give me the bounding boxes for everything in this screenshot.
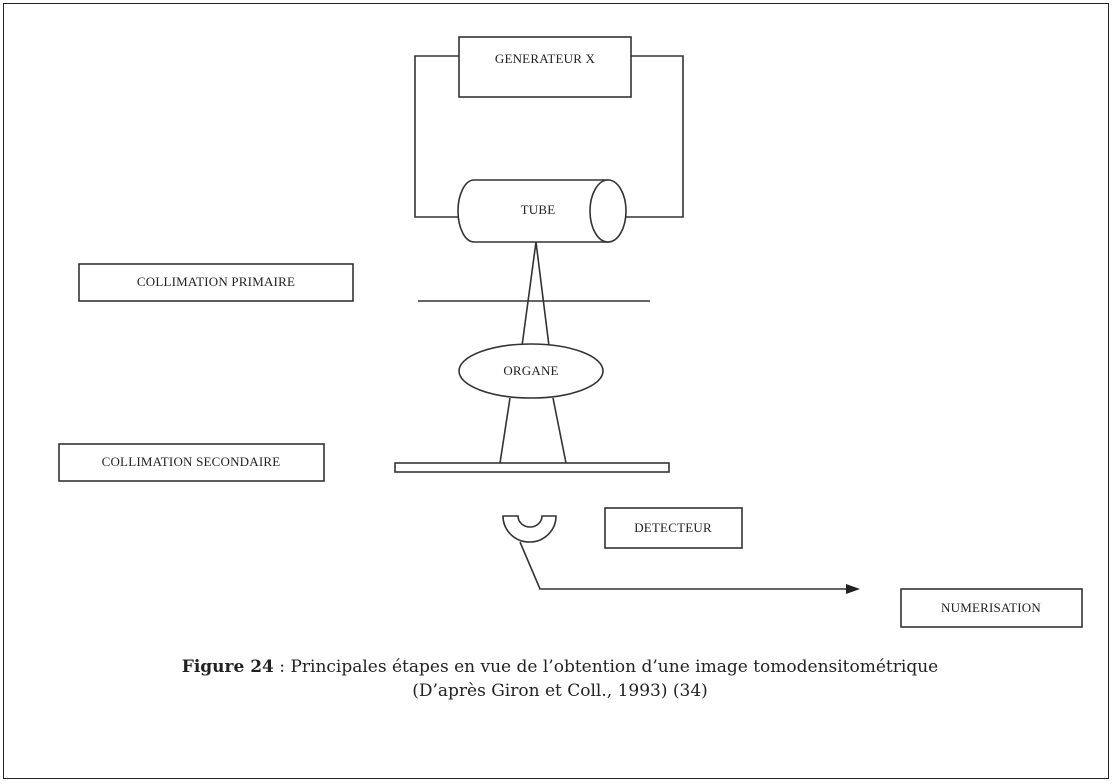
left-circuit-wire	[414, 55, 460, 218]
secondary-collimation-box	[58, 443, 325, 482]
secondary-collimator-plate	[394, 462, 670, 473]
caption-separator: :	[273, 657, 291, 677]
output-arrowhead	[846, 584, 860, 594]
caption-line-1: Figure 24 : Principales étapes en vue de…	[80, 655, 1040, 679]
digitization-label: NUMERISATION	[941, 600, 1041, 615]
figure-number: Figure 24	[181, 657, 274, 677]
generator-box	[458, 36, 632, 98]
detector-box	[604, 507, 743, 549]
primary-collimation-box	[78, 263, 354, 302]
right-circuit-wire	[626, 55, 684, 218]
tube-label: TUBE	[521, 202, 556, 217]
detector-shape	[502, 515, 557, 543]
organ-ellipse	[458, 343, 604, 399]
digitization-box	[900, 588, 1083, 628]
caption-line-2: (D’après Giron et Coll., 1993) (34)	[412, 681, 708, 701]
generator-label: GENERATEUR X	[495, 51, 596, 66]
organ-label: ORGANE	[503, 363, 558, 378]
caption-title: Principales étapes en vue de l’obtention…	[290, 657, 939, 677]
primary-collimation-label: COLLIMATION PRIMAIRE	[137, 274, 295, 289]
output-signal-line	[519, 541, 846, 590]
figure-caption: Figure 24 : Principales étapes en vue de…	[80, 655, 1040, 703]
secondary-collimation-label: COLLIMATION SECONDAIRE	[102, 454, 281, 469]
transmitted-beam-right	[552, 397, 567, 464]
transmitted-beam-left	[499, 397, 511, 464]
tube-end	[589, 179, 627, 243]
tube-body	[457, 179, 609, 243]
detector-label: DETECTEUR	[634, 520, 712, 535]
primary-beam	[521, 241, 550, 347]
